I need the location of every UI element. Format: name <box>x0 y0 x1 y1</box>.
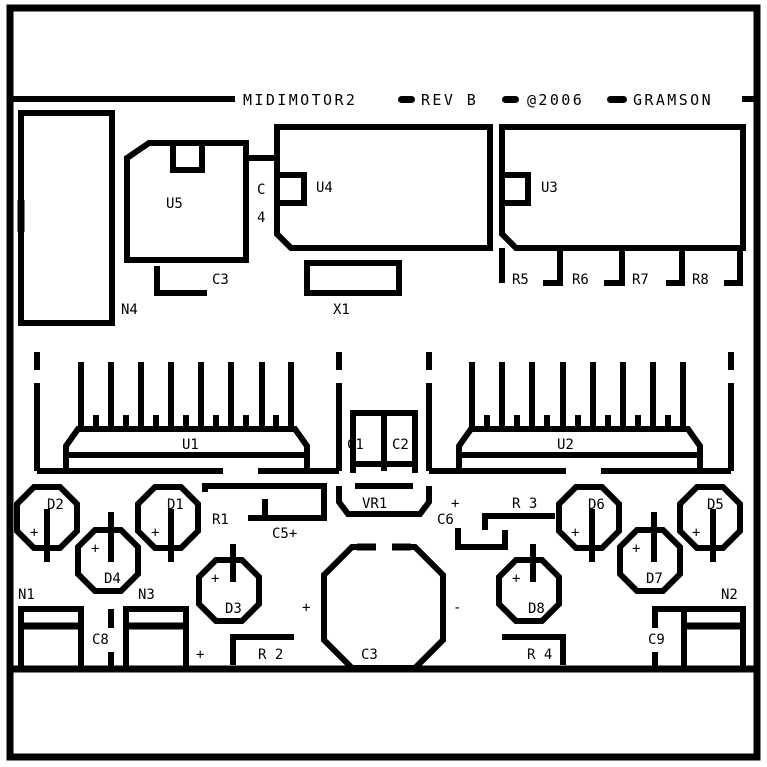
label-r7: R7 <box>632 272 649 288</box>
label-d2-plus: + <box>30 525 38 541</box>
capacitors-c1-c2: C1 C2 <box>347 410 418 473</box>
label-d4: D4 <box>104 571 121 587</box>
label-r3: R 3 <box>512 496 537 512</box>
capacitor-c3: + - C3 <box>302 540 461 671</box>
label-d6-plus: + <box>571 525 579 541</box>
resistor-r3: + R 3 C6 <box>437 496 555 550</box>
label-d4-plus: + <box>91 541 99 557</box>
resistor-r1: R1 C5+ <box>202 483 327 542</box>
resistor-r2: + R 2 <box>196 634 294 665</box>
label-c2: C2 <box>392 437 409 453</box>
board-revision: REV B <box>421 91 478 109</box>
label-c6-plus: + <box>451 496 459 512</box>
label-r2-plus: + <box>196 647 204 663</box>
chip-u1: U1 <box>34 352 342 474</box>
diode-d5: D5 + <box>677 484 743 562</box>
label-c4-c: C <box>257 182 265 198</box>
label-d3: D3 <box>225 601 242 617</box>
label-c5: C5+ <box>272 526 297 542</box>
label-u3: U3 <box>541 180 558 196</box>
label-r6: R6 <box>572 272 589 288</box>
label-u5: U5 <box>166 196 183 212</box>
label-c3-big: C3 <box>361 647 378 663</box>
label-d7-plus: + <box>632 541 640 557</box>
label-u2: U2 <box>557 437 574 453</box>
diode-d7: D7 + <box>617 512 683 594</box>
label-d2: D2 <box>47 497 64 513</box>
label-d1: D1 <box>167 497 184 513</box>
resistors-r5-r8: R5 R6 R7 R8 <box>499 248 743 288</box>
label-r5: R5 <box>512 272 529 288</box>
label-r8: R8 <box>692 272 709 288</box>
label-d5: D5 <box>707 497 724 513</box>
board-copyright: @2006 <box>527 91 584 109</box>
board-name: MIDIMOTOR2 <box>243 91 357 109</box>
diode-d6: D6 + <box>556 484 622 562</box>
title-bar: MIDIMOTOR2 REV B @2006 GRAMSON <box>243 91 757 109</box>
resistor-r4: R 4 <box>502 634 566 665</box>
diode-d4: D4 + <box>75 512 141 594</box>
label-r4: R 4 <box>527 647 552 663</box>
label-d5-plus: + <box>692 525 700 541</box>
crystal-x1: X1 <box>304 260 402 318</box>
board-author: GRAMSON <box>633 91 713 109</box>
label-c8: C8 <box>92 632 109 648</box>
connector-n3: N3 <box>123 587 189 672</box>
label-d3-plus: + <box>211 571 219 587</box>
label-n3: N3 <box>138 587 155 603</box>
label-n1: N1 <box>18 587 35 603</box>
label-u1: U1 <box>182 437 199 453</box>
connector-n1: N1 C8 <box>18 587 114 672</box>
chip-u5: U5 C3 <box>124 140 249 296</box>
label-d1-plus: + <box>151 525 159 541</box>
label-c3-minus: - <box>453 600 461 616</box>
diode-d2: D2 + <box>14 484 80 562</box>
chip-u2: U2 <box>426 352 734 474</box>
label-d7: D7 <box>646 571 663 587</box>
label-r2: R 2 <box>258 647 283 663</box>
label-u4: U4 <box>316 180 333 196</box>
label-c3-plus: + <box>302 600 310 616</box>
label-n4: N4 <box>121 302 138 318</box>
label-x1: X1 <box>333 302 350 318</box>
board-outline <box>6 4 761 761</box>
connector-n2: N2 C9 <box>648 587 746 672</box>
regulator-vr1: VR1 <box>336 483 432 517</box>
chip-u4: U4 <box>274 124 493 251</box>
connector-n4: N4 <box>17 110 138 326</box>
label-c1: C1 <box>347 437 364 453</box>
label-c3-top: C3 <box>212 272 229 288</box>
label-d6: D6 <box>588 497 605 513</box>
label-n2: N2 <box>721 587 738 603</box>
label-c4-4: 4 <box>257 210 265 226</box>
label-r1: R1 <box>212 512 229 528</box>
label-c6: C6 <box>437 512 454 528</box>
label-c9: C9 <box>648 632 665 648</box>
diode-d8: D8 + <box>496 544 562 624</box>
label-d8: D8 <box>528 601 545 617</box>
label-vr1: VR1 <box>362 496 387 512</box>
diode-d1: D1 + <box>135 484 201 562</box>
label-d8-plus: + <box>512 571 520 587</box>
diode-d3: D3 + <box>196 544 262 624</box>
chip-u3: U3 <box>499 124 746 251</box>
